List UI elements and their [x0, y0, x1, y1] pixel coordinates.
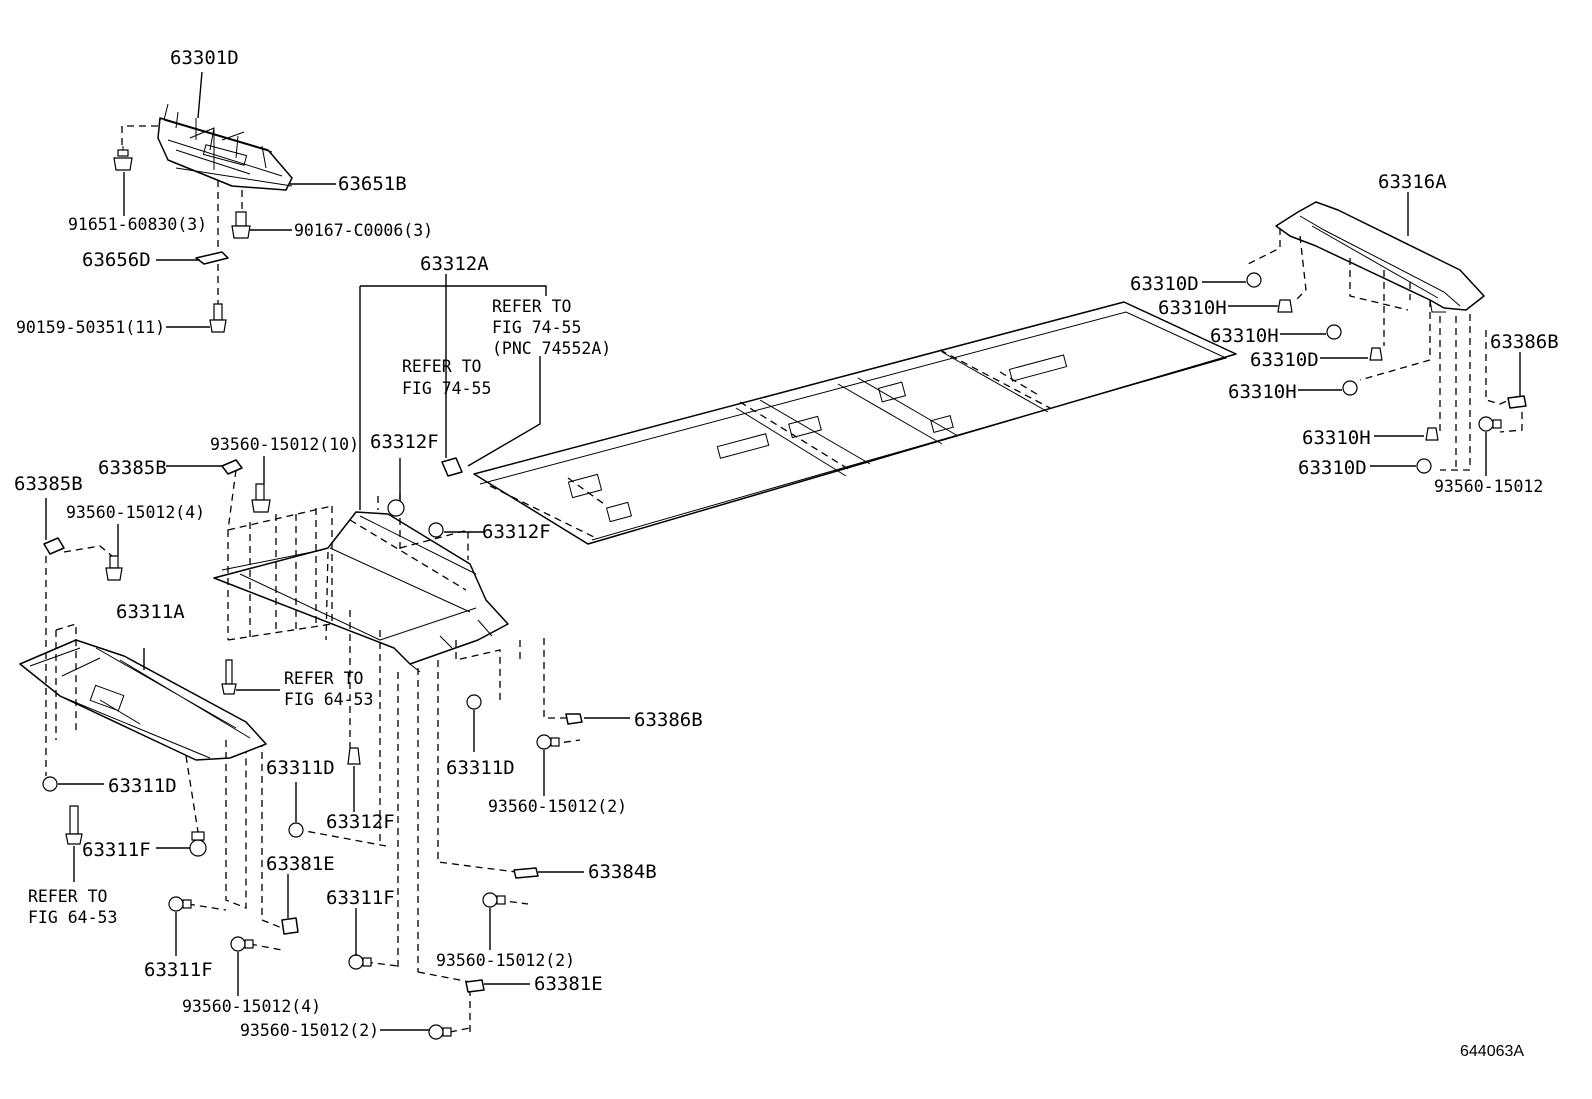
label-93560-2a: 93560-15012(2) [488, 797, 627, 816]
refer-pnc-line2: FIG 74-55 [492, 318, 581, 337]
label-63310h-d: 63310H [1302, 427, 1371, 449]
label-63656d: 63656D [82, 249, 151, 271]
label-63310d-c: 63310D [1298, 457, 1367, 479]
refer-pnc-line1: REFER TO [492, 297, 571, 316]
push-63310H-d [1425, 427, 1439, 441]
part-63651b-plate [175, 167, 293, 187]
label-63310d-b: 63310D [1250, 349, 1319, 371]
label-63311d-c: 63311D [446, 757, 515, 779]
refer-6453-a-line2: FIG 64-53 [284, 690, 373, 709]
push-63310H-c [1342, 380, 1358, 396]
label-91651: 91651-60830(3) [68, 215, 207, 234]
part-63301d-bracket [157, 103, 293, 191]
label-63312a: 63312A [420, 253, 489, 275]
bolt-93560-2a [536, 734, 560, 750]
refer-7455-line1: REFER TO [402, 357, 481, 376]
bolt-93560-2c [428, 1024, 452, 1040]
label-63386b-a: 63386B [634, 709, 703, 731]
push-63312F-c [347, 747, 361, 765]
screw-refer-6453-a [221, 659, 237, 695]
push-63310D-c [1416, 458, 1432, 474]
label-63312f-c: 63312F [326, 811, 395, 833]
part-center-panel [213, 511, 509, 673]
label-63311d-a: 63311D [108, 775, 177, 797]
label-63316a: 63316A [1378, 171, 1447, 193]
push-63310H-a [1277, 299, 1293, 313]
part-63316A-panel [1275, 201, 1485, 313]
push-63311F-c [348, 954, 372, 970]
push-63311D-b [288, 822, 304, 838]
clip-63386B-b [1507, 395, 1527, 409]
push-63312F-a [387, 499, 405, 517]
label-63311a: 63311A [116, 601, 185, 623]
bolt-93560-single [1478, 416, 1502, 432]
clip-63386B-a [565, 713, 583, 725]
clip-63385B-b [43, 537, 65, 555]
bolt-93560-2b [482, 892, 506, 908]
label-93560-4a: 93560-15012(4) [66, 503, 205, 522]
push-63311D-c [466, 694, 482, 710]
push-63310D-b [1369, 347, 1383, 361]
label-63385b-a: 63385B [98, 457, 167, 479]
push-63311D-a [42, 776, 58, 792]
clip-63384B [513, 867, 539, 879]
diagram-id: 644063A [1460, 1043, 1524, 1060]
clip-63656D [195, 251, 229, 265]
label-63310d-a: 63310D [1130, 273, 1199, 295]
bolt-90159 [209, 303, 227, 333]
label-63310h-c: 63310H [1228, 381, 1297, 403]
label-93560-2b: 93560-15012(2) [436, 951, 575, 970]
label-90167: 90167-C0006(3) [294, 221, 433, 240]
label-63310h-b: 63310H [1210, 325, 1279, 347]
push-63311F-a [189, 831, 207, 857]
refer-6453-b-line2: FIG 64-53 [28, 908, 117, 927]
label-90159: 90159-50351(11) [16, 318, 165, 337]
push-63312F-b [428, 522, 444, 538]
label-63381e-a: 63381E [266, 853, 335, 875]
label-63311f-b: 63311F [144, 959, 213, 981]
label-63312f-a: 63312F [370, 431, 439, 453]
bolt-93560-4b [230, 936, 254, 952]
refer-6453-b-line1: REFER TO [28, 887, 107, 906]
label-63385b-b: 63385B [14, 473, 83, 495]
label-93560-10: 93560-15012(10) [210, 435, 359, 454]
label-63386b-b: 63386B [1490, 331, 1559, 353]
push-63310H-b [1326, 324, 1342, 340]
part-headliner-panel [473, 301, 1237, 545]
label-63312f-b: 63312F [482, 521, 551, 543]
label-63310h-a: 63310H [1158, 297, 1227, 319]
refer-pnc-line3: (PNC 74552A) [492, 339, 611, 358]
clip-63385B-a [221, 459, 243, 475]
refer-7455-line2: FIG 74-55 [402, 379, 491, 398]
part-63311A-panel [19, 639, 267, 761]
part-63312A-clip [441, 457, 463, 477]
label-63651b: 63651B [338, 173, 407, 195]
label-63301d: 63301D [170, 47, 239, 69]
label-93560-4b: 93560-15012(4) [182, 997, 321, 1016]
clip-63381E-b [465, 979, 485, 993]
label-63311f-c: 63311F [326, 887, 395, 909]
push-63311F-b [168, 896, 192, 912]
push-63310D-a [1246, 272, 1262, 288]
label-63381e-b: 63381E [534, 973, 603, 995]
bolt-90167 [231, 211, 251, 239]
bolt-93560-4a [105, 555, 123, 581]
label-63311d-b: 63311D [266, 757, 335, 779]
refer-6453-a-line1: REFER TO [284, 669, 363, 688]
bolt-93560-10 [251, 483, 271, 513]
label-93560-single: 93560-15012 [1434, 477, 1543, 496]
clip-63381E-a [281, 917, 299, 935]
label-63311f-a: 63311F [82, 839, 151, 861]
bolt-91651 [113, 146, 133, 171]
label-63384b: 63384B [588, 861, 657, 883]
screw-refer-6453-b [65, 805, 83, 845]
label-93560-2c: 93560-15012(2) [240, 1021, 379, 1040]
